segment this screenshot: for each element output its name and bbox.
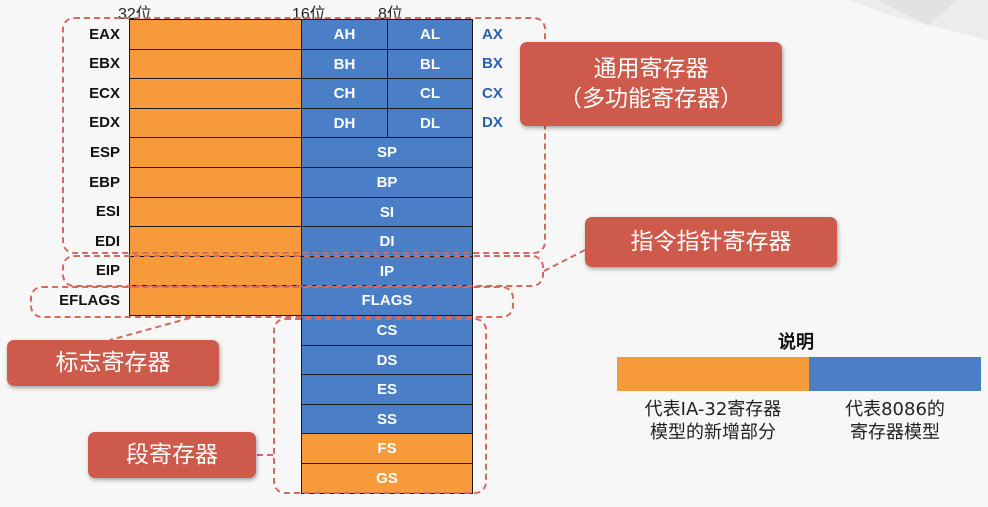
register-low8-dl: DL <box>387 108 473 138</box>
legend-ia32-line1: 代表IA-32寄存器 <box>644 399 782 420</box>
legend-8086-swatch <box>809 357 981 391</box>
register-name-eax: EAX <box>89 26 120 43</box>
register-low16-sp: SP <box>301 137 473 168</box>
flags-connector <box>109 317 191 341</box>
legend-ia32-swatch <box>617 357 809 391</box>
register-16bit-name-dx: DX <box>482 114 503 131</box>
register-name-edx: EDX <box>89 114 120 131</box>
flags-register-callout: 标志寄存器 <box>7 340 219 386</box>
register-high16-esi <box>129 197 302 227</box>
segment-register-cs: CS <box>301 315 473 346</box>
segment-registers-callout: 段寄存器 <box>88 432 256 478</box>
register-name-esp: ESP <box>89 144 120 161</box>
legend-title: 说明 <box>778 332 814 353</box>
segment-registers-outline <box>273 318 487 494</box>
register-16bit-name-cx: CX <box>482 85 503 102</box>
register-name-ebx: EBX <box>89 55 120 72</box>
register-low16-bp: BP <box>301 167 473 198</box>
register-high16-edi <box>129 226 302 257</box>
flags-register-title: 标志寄存器 <box>55 350 171 376</box>
general-registers-callout: 通用寄存器 （多功能寄存器） <box>520 42 782 126</box>
legend-ia32-line2: 模型的新增部分 <box>650 422 776 443</box>
register-high16-edx <box>129 108 302 138</box>
general-registers-title: 通用寄存器 <box>593 56 709 82</box>
segment-register-ds: DS <box>301 345 473 375</box>
register-name-ebp: EBP <box>89 174 120 191</box>
register-name-eflags: EFLAGS <box>59 292 120 309</box>
register-low8-bl: BL <box>387 49 473 79</box>
register-name-eip: EIP <box>95 262 120 279</box>
register-high8-bh: BH <box>301 49 388 79</box>
legend-8086-line1: 代表8086的 <box>845 399 945 420</box>
general-registers-subtitle: （多功能寄存器） <box>559 86 743 112</box>
register-high8-dh: DH <box>301 108 388 138</box>
register-16bit-name-bx: BX <box>482 55 503 72</box>
legend-8086-line2: 寄存器模型 <box>850 422 940 443</box>
legend-8086-text: 代表8086的 寄存器模型 <box>809 398 981 444</box>
legend-ia32-text: 代表IA-32寄存器 模型的新增部分 <box>612 398 814 444</box>
general-registers-outline <box>62 17 546 254</box>
ip-connector <box>543 249 586 272</box>
ip-register-title: 指令指针寄存器 <box>630 229 792 255</box>
register-name-edi: EDI <box>94 233 120 250</box>
register-low8-cl: CL <box>387 78 473 109</box>
background-decoration <box>848 0 988 40</box>
register-low16-di: DI <box>301 226 473 257</box>
register-16bit-name-ax: AX <box>482 26 503 43</box>
register-high8-ah: AH <box>301 19 388 50</box>
register-high16-eflags <box>129 285 302 316</box>
segment-register-gs: GS <box>301 463 473 494</box>
register-name-esi: ESI <box>95 203 120 220</box>
register-name-ecx: ECX <box>89 85 120 102</box>
register-low16-si: SI <box>301 197 473 227</box>
register-low16-flags: FLAGS <box>301 285 473 316</box>
register-high16-eip <box>129 256 302 286</box>
segment-registers-title: 段寄存器 <box>126 442 218 468</box>
ip-register-callout: 指令指针寄存器 <box>585 217 837 267</box>
flags-register-outline <box>30 286 514 318</box>
segment-register-es: ES <box>301 374 473 405</box>
register-high16-esp <box>129 137 302 168</box>
